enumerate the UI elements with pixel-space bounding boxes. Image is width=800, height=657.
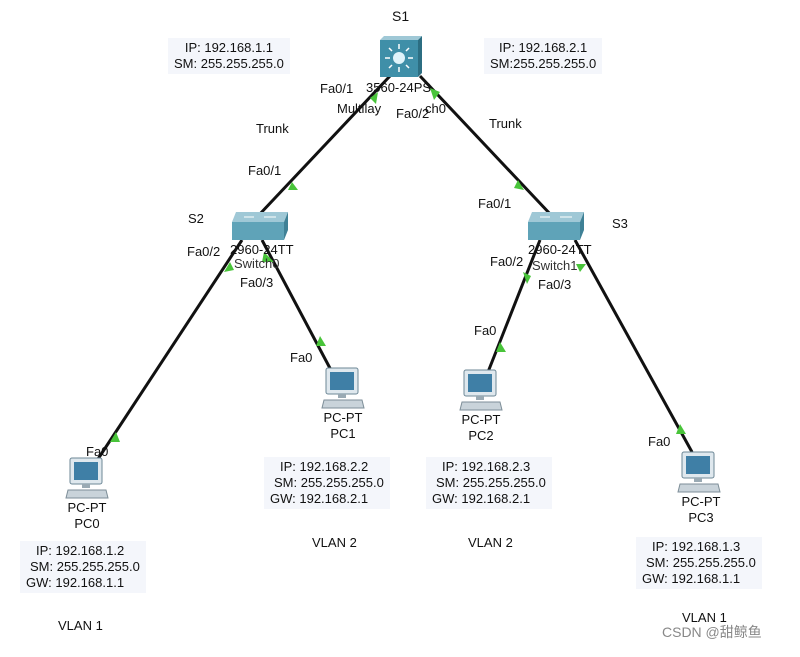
- s1-type: Multilay: [337, 101, 382, 116]
- vlan2-gateway-note: IP: 192.168.2.1 SM:255.255.255.0: [484, 38, 603, 74]
- link-up-indicator: [288, 182, 298, 190]
- pc2-name: PC2: [468, 428, 494, 443]
- link-up-indicator: [576, 264, 586, 272]
- pc-icon[interactable]: [64, 456, 110, 500]
- port-label: Fa0/1: [478, 196, 512, 211]
- link-s1-s2[interactable]: [256, 74, 392, 218]
- pc-icon[interactable]: [458, 368, 504, 412]
- note-ip: IP: 192.168.2.1: [499, 40, 588, 55]
- port-label: Fa0/2: [396, 106, 430, 121]
- port-label: Fa0/2: [187, 244, 221, 259]
- pc3-config-note: IP: 192.168.1.3 SM: 255.255.255.0 GW: 19…: [636, 537, 762, 589]
- pc0-name: PC0: [74, 516, 100, 531]
- s2-model: 2960-24TT: [230, 242, 294, 257]
- s3-label: S3: [612, 216, 628, 231]
- trunk-label-right: Trunk: [489, 116, 522, 131]
- pc1-name: PC1: [330, 426, 356, 441]
- note-sm: SM:255.255.255.0: [490, 56, 597, 71]
- port-label: Fa0/3: [240, 275, 274, 290]
- pc1-config-note: IP: 192.168.2.2 SM: 255.255.255.0 GW: 19…: [264, 457, 390, 509]
- link-up-indicator: [224, 262, 234, 272]
- link-s3-pc2[interactable]: [486, 239, 542, 373]
- pc2-vlan: VLAN 2: [468, 535, 513, 550]
- port-label: Fa0/2: [490, 254, 524, 269]
- port-label: Fa0: [648, 434, 671, 449]
- pc1-vlan: VLAN 2: [312, 535, 357, 550]
- s2-label: S2: [188, 211, 204, 226]
- note-ip: IP: 192.168.2.2: [280, 459, 369, 474]
- note-gw: GW: 192.168.1.1: [26, 575, 125, 590]
- pc0-model: PC-PT: [67, 500, 107, 515]
- watermark: CSDN @甜鲸鱼: [662, 624, 762, 640]
- note-gw: GW: 192.168.2.1: [432, 491, 531, 506]
- pc1-model: PC-PT: [323, 410, 363, 425]
- vlan1-gateway-note: IP: 192.168.1.1 SM: 255.255.255.0: [168, 38, 290, 74]
- port-label: Fa0/1: [320, 81, 354, 96]
- switch-icon[interactable]: [526, 212, 586, 242]
- s3-model: 2960-24TT: [528, 242, 592, 257]
- link-s1-s3[interactable]: [418, 74, 554, 218]
- note-ip: IP: 192.168.2.3: [442, 459, 531, 474]
- link-up-indicator: [514, 180, 524, 190]
- link-s3-pc3[interactable]: [573, 239, 694, 453]
- note-ip: IP: 192.168.1.1: [184, 40, 274, 55]
- s1-model: 3560-24PS: [366, 80, 432, 95]
- note-gw: GW: 192.168.1.1: [642, 571, 741, 586]
- s1-label: S1: [392, 8, 410, 24]
- switch-icon[interactable]: [230, 212, 290, 242]
- note-sm: SM: 255.255.255.0: [174, 56, 284, 71]
- link-up-indicator: [110, 432, 120, 442]
- port-label: Fa0: [86, 444, 109, 459]
- note-sm: SM: 255.255.255.0: [436, 475, 546, 490]
- port-label: Fa0: [474, 323, 497, 338]
- port-label: Fa0/3: [538, 277, 572, 292]
- note-ip: IP: 192.168.1.2: [36, 543, 125, 558]
- link-up-indicator: [262, 252, 274, 262]
- pc3-vlan: VLAN 1: [682, 610, 727, 625]
- port-label: Fa0: [290, 350, 313, 365]
- multilayer-switch-icon[interactable]: [378, 36, 424, 78]
- pc3-model: PC-PT: [681, 494, 721, 509]
- link-up-indicator: [523, 272, 531, 284]
- s2-hostname: Switch0: [234, 256, 280, 271]
- port-label: Fa0/1: [248, 163, 282, 178]
- pc0-vlan: VLAN 1: [58, 618, 103, 633]
- pc0-config-note: IP: 192.168.1.2 SM: 255.255.255.0 GW: 19…: [20, 541, 146, 593]
- link-up-indicator: [430, 88, 440, 100]
- note-sm: SM: 255.255.255.0: [646, 555, 756, 570]
- note-gw: GW: 192.168.2.1: [270, 491, 369, 506]
- link-up-indicator: [676, 424, 686, 434]
- link-up-indicator: [316, 336, 326, 346]
- s3-hostname: Switch1: [532, 258, 578, 273]
- note-sm: SM: 255.255.255.0: [30, 559, 140, 574]
- link-up-indicator: [496, 342, 506, 352]
- pc2-model: PC-PT: [461, 412, 501, 427]
- trunk-label-left: Trunk: [256, 121, 289, 136]
- note-sm: SM: 255.255.255.0: [274, 475, 384, 490]
- link-s2-pc0[interactable]: [94, 239, 244, 463]
- note-ip: IP: 192.168.1.3: [652, 539, 741, 554]
- pc2-config-note: IP: 192.168.2.3 SM: 255.255.255.0 GW: 19…: [426, 457, 552, 509]
- pc3-name: PC3: [688, 510, 714, 525]
- pc-icon[interactable]: [320, 366, 366, 410]
- pc-icon[interactable]: [676, 450, 722, 494]
- link-up-indicator: [370, 92, 378, 104]
- s1-type-tail: ch0: [425, 101, 446, 116]
